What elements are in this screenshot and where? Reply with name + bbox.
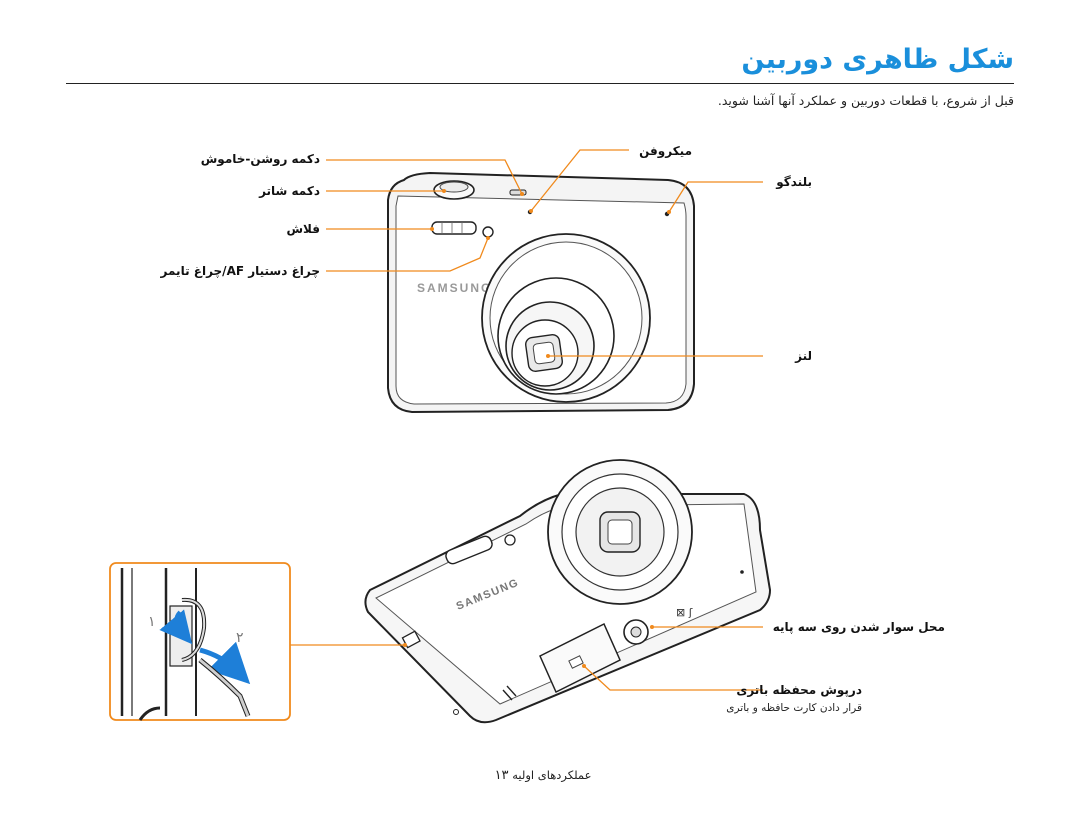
svg-text:⊠ ʃ: ⊠ ʃ	[676, 606, 693, 619]
label-battery-note: قرار دادن کارت حافظه و باتری	[726, 702, 862, 714]
strap-step-1: ۱	[148, 614, 156, 630]
page-number: ۱۳	[494, 768, 509, 783]
camera-bottom: SAMSUNG ⊠ ʃ	[364, 459, 772, 724]
label-power-button: دکمه روشن-خاموش	[200, 152, 320, 166]
front-brand-logo: SAMSUNG	[417, 281, 492, 295]
front-callouts	[326, 149, 763, 357]
label-speaker: بلندگو	[776, 175, 812, 189]
label-tripod-mount: محل سوار شدن روی سه پایه	[772, 620, 945, 634]
label-shutter-button: دکمه شاتر	[259, 184, 320, 198]
page-title: شکل ظاهری دوربین	[741, 44, 1014, 75]
bottom-callouts	[290, 626, 763, 691]
strap-lug-shape	[401, 630, 421, 649]
strap-step-2: ۲	[236, 630, 244, 646]
label-af-lamp: چراغ دستیار AF/چراغ تایمر	[160, 264, 320, 278]
label-lens: لنز	[795, 349, 812, 363]
label-battery-cover: درپوش محفظه باتری	[736, 683, 862, 697]
af-lamp-shape	[482, 226, 494, 238]
footer-text: عملکردهای اولیه	[512, 768, 592, 782]
label-microphone: میکروفن	[639, 144, 692, 158]
camera-front: SAMSUNG	[387, 171, 695, 414]
label-flash: فلاش	[286, 222, 320, 236]
flash-shape	[431, 221, 477, 235]
page-footer: عملکردهای اولیه ۱۳	[0, 768, 1080, 783]
intro-text: قبل از شروع، با قطعات دوربین و عملکرد آن…	[717, 93, 1014, 108]
strap-inset: ۱ ۲	[109, 562, 291, 721]
title-divider	[66, 83, 1014, 84]
